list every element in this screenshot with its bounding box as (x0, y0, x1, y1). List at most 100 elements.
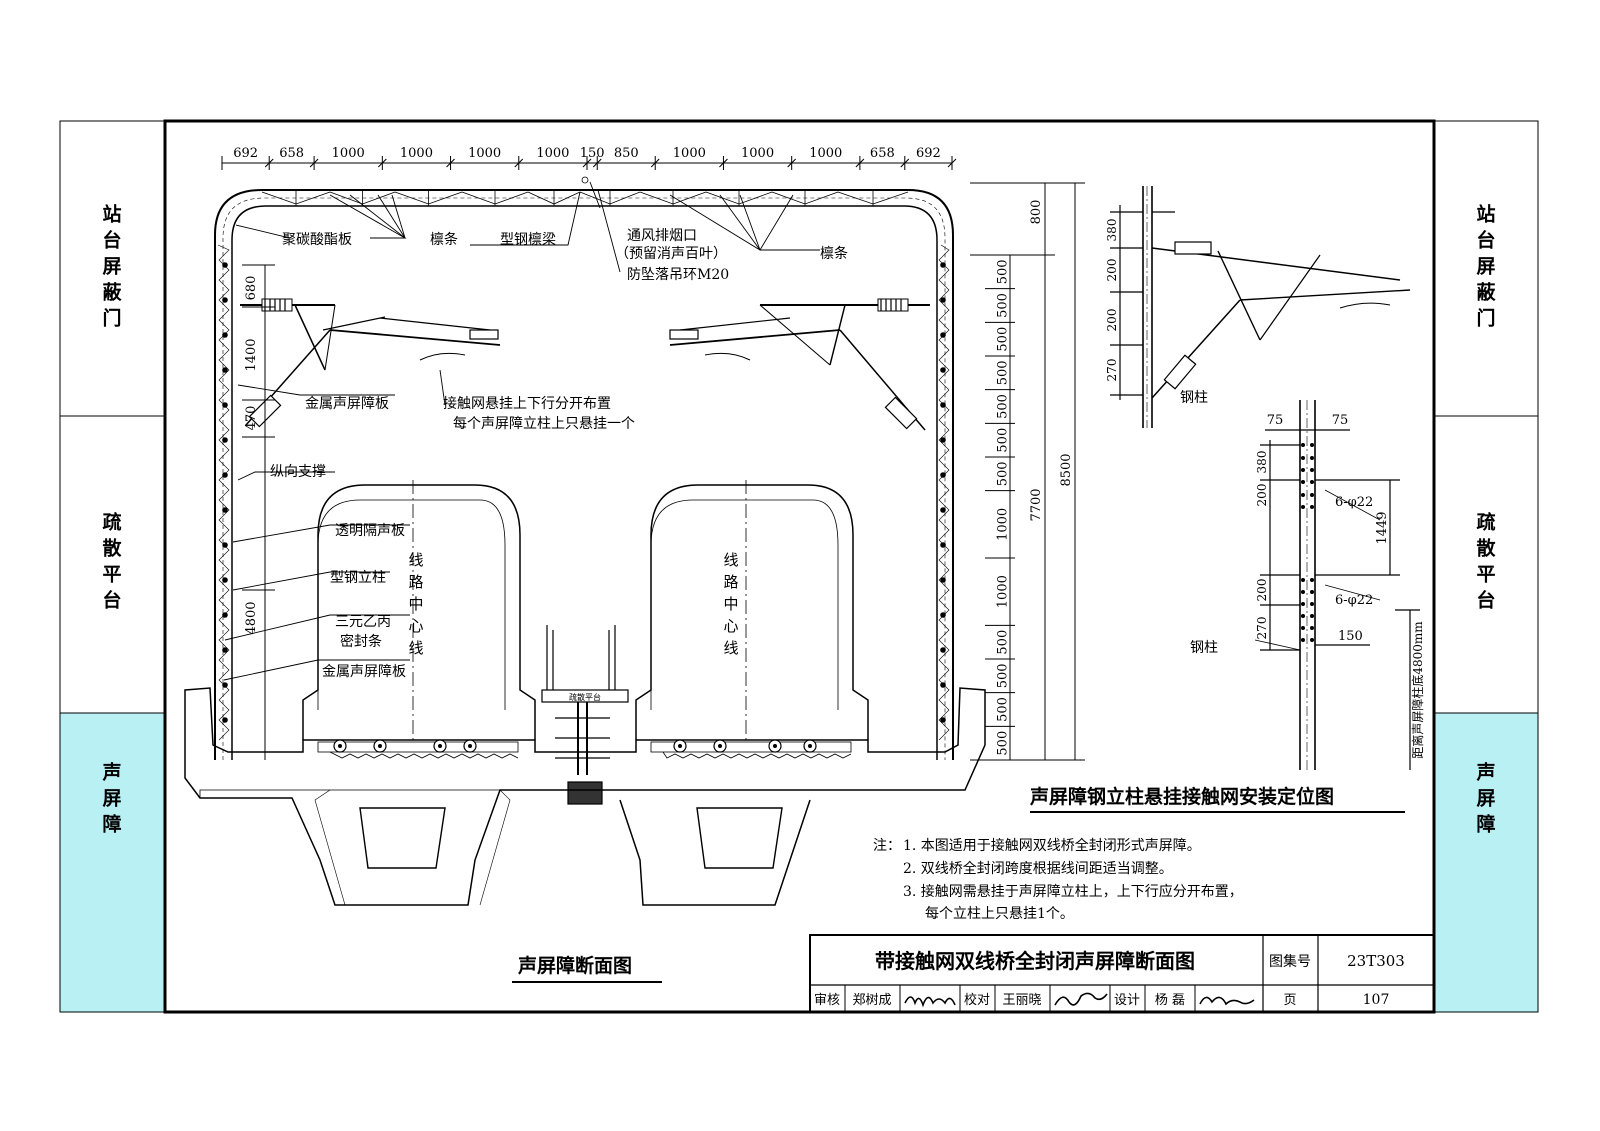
detail-top-dim-200b: 200 (1105, 309, 1119, 332)
top-dim-label: 1000 (809, 146, 842, 161)
note-4: 每个立柱上只悬挂1个。 (925, 906, 1074, 922)
review-label: 审核 (814, 993, 840, 1008)
dim-470: 470 (244, 406, 259, 431)
detail-title: 声屏障钢立柱悬挂接触网安装定位图 (1029, 785, 1334, 808)
dim-4800: 4800 (244, 601, 259, 634)
barrier-enclosure (214, 189, 954, 760)
train-profile-right (635, 480, 869, 740)
note-3: 3. 接触网需悬挂于声屏障立柱上，上下行应分开布置， (903, 883, 1243, 900)
bolt-holes (1301, 443, 1314, 642)
dim-680: 680 (244, 276, 259, 301)
side-tab-right-0: 站台屏蔽门 (1476, 203, 1496, 330)
active-tab-right (1433, 712, 1539, 1013)
label-steel-column: 型钢立柱 (330, 570, 386, 586)
label-epdm-1: 三元乙丙 (335, 614, 391, 630)
top-dim-label: 150 (580, 146, 605, 161)
top-dim-label: 1000 (332, 146, 365, 161)
side-tab-right-1: 疏散平台 (1476, 511, 1495, 612)
side-tab-left-1: 疏散平台 (102, 511, 121, 612)
label-vent-1: 通风排烟口 (627, 228, 697, 244)
right-dim-label: 500 (996, 461, 1011, 486)
evacuation-platform (541, 625, 629, 805)
plate-column-label: 钢柱 (1190, 640, 1218, 656)
side-tab-left-0: 站台屏蔽门 (102, 203, 122, 330)
drawing-title: 带接触网双线桥全封闭声屏障断面图 (875, 949, 1195, 973)
right-dim-label: 1000 (996, 508, 1011, 541)
detail-catenary (1110, 186, 1411, 428)
label-anti-fall: 防坠落吊环M20 (627, 267, 729, 283)
notes-prefix: 注： (873, 838, 901, 854)
right-dim-label: 500 (996, 630, 1011, 655)
plate-dim-200b: 200 (1255, 579, 1269, 602)
top-dim-label: 1000 (741, 146, 774, 161)
top-dim-label: 658 (279, 146, 304, 161)
plate-dim-1449: 1449 (1375, 511, 1390, 544)
track-equipment (329, 739, 852, 759)
note-2: 2. 双线桥全封闭跨度根据线间距适当调整。 (903, 860, 1173, 877)
label-steel-beam: 型钢檩梁 (500, 231, 556, 248)
top-dim-label: 1000 (673, 146, 706, 161)
label-catenary-note-1: 接触网悬挂上下行分开布置 (443, 395, 611, 412)
roof-truss (261, 176, 909, 206)
side-tab-right-2: 声屏障 (1475, 761, 1495, 836)
top-dim-label: 1000 (468, 146, 501, 161)
right-dim-label: 500 (996, 697, 1011, 722)
dim-8500: 8500 (1059, 453, 1074, 486)
right-side-tabs (1433, 120, 1539, 1013)
top-dim-label: 692 (916, 146, 941, 161)
page-no: 107 (1363, 992, 1390, 1008)
label-track-center-right: 线路中心线 (723, 551, 738, 657)
side-tab-left-2: 声屏障 (101, 761, 121, 836)
label-longitudinal-brace: 纵向支撑 (270, 464, 326, 480)
right-dimension-stack (970, 182, 1085, 761)
page-label: 页 (1283, 993, 1296, 1008)
plate-dim-200a: 200 (1255, 484, 1269, 507)
signatures (904, 992, 1255, 1008)
left-side-tabs (59, 120, 166, 1013)
label-purlin-left: 檩条 (430, 231, 458, 248)
detail-top-dim-200a: 200 (1105, 259, 1119, 282)
right-dim-label: 500 (996, 293, 1011, 318)
right-dim-label: 500 (996, 663, 1011, 688)
section-labels: 聚碳酸酯板 檩条 型钢檩梁 通风排烟口 （预留消声百叶） 防坠落吊环M20 檩条… (270, 228, 848, 680)
bolt-label-2: 6-φ22 (1335, 593, 1373, 608)
left-dimension-stack (242, 264, 275, 760)
detail-top-dim-270: 270 (1105, 359, 1119, 382)
detail-top-dim-380: 380 (1105, 219, 1119, 242)
label-catenary-note-2: 每个声屏障立柱上只悬挂一个 (453, 416, 635, 432)
label-epdm-2: 密封条 (340, 633, 382, 650)
reviewer-name: 郑树成 (852, 993, 891, 1008)
evac-platform-label: 疏散平台 (569, 692, 601, 702)
train-profile-left (302, 480, 536, 740)
note-1: 1. 本图适用于接触网双线桥全封闭形式声屏障。 (903, 837, 1201, 854)
bridge-deck (184, 687, 986, 906)
top-dim-label: 1000 (536, 146, 569, 161)
check-label: 校对 (964, 992, 990, 1008)
active-tab-left (59, 712, 166, 1013)
detail-top-column-label: 钢柱 (1180, 390, 1208, 406)
right-dim-label: 500 (996, 394, 1011, 419)
plate-dim-150: 150 (1338, 629, 1363, 644)
plate-dim-270: 270 (1255, 617, 1269, 640)
label-track-center-left: 线路中心线 (408, 551, 423, 657)
wall-panels (217, 244, 950, 741)
top-dimension-chain (221, 156, 957, 170)
dim-7700: 7700 (1029, 488, 1044, 521)
right-dim-label: 500 (996, 731, 1011, 756)
designer-name: 杨 磊 (1155, 993, 1185, 1008)
checker-name: 王丽晓 (1002, 993, 1041, 1008)
title-block (809, 934, 1435, 1013)
label-vent-2: （预留消声百叶） (615, 246, 727, 262)
plate-base-note: 距离声屏障柱底4800mm (1410, 621, 1425, 759)
right-dim-label: 1000 (996, 575, 1011, 608)
notes: 注： 1. 本图适用于接触网双线桥全封闭形式声屏障。 2. 双线桥全封闭跨度根据… (873, 837, 1243, 922)
top-dim-label: 658 (870, 146, 895, 161)
detail-column-plate (1254, 400, 1420, 770)
label-transparent-panel: 透明隔声板 (335, 523, 405, 539)
right-dim-label: 500 (996, 360, 1011, 385)
label-purlin-right: 檩条 (820, 245, 848, 262)
right-dim-label: 500 (996, 259, 1011, 284)
plate-width-right: 75 (1332, 413, 1349, 428)
atlas-label: 图集号 (1269, 953, 1311, 970)
bolt-label-1: 6-φ22 (1335, 495, 1373, 510)
